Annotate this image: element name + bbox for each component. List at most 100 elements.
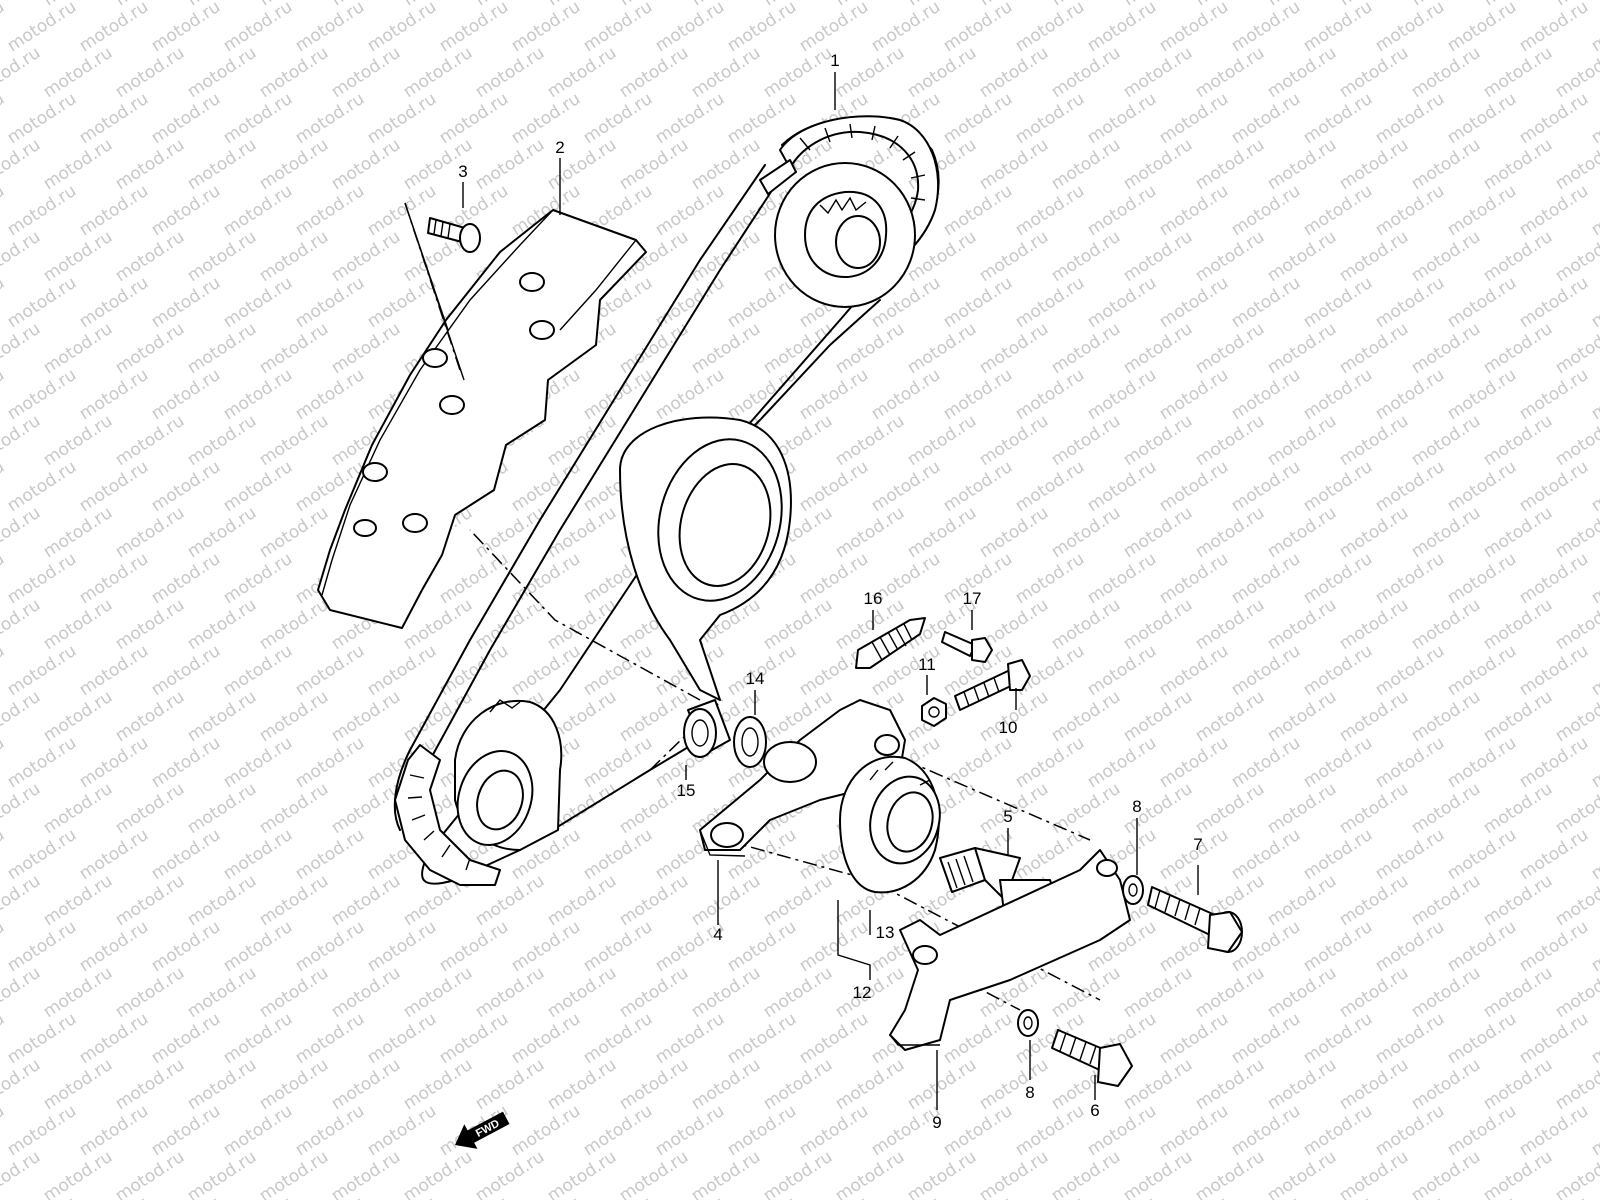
watermark-text: motod.ru <box>1444 1009 1520 1068</box>
watermark-text: motod.ru <box>1156 549 1232 608</box>
watermark-text: motod.ru <box>1012 549 1088 608</box>
watermark-text: motod.ru <box>976 411 1052 470</box>
watermark-text: motod.ru <box>472 135 548 194</box>
watermark-text: motod.ru <box>1264 227 1340 286</box>
watermark-text: motod.ru <box>1228 457 1304 516</box>
watermark-text: motod.ru <box>580 733 656 792</box>
watermark-text: motod.ru <box>220 733 296 792</box>
watermark-text: motod.ru <box>544 595 620 654</box>
watermark-text: motod.ru <box>724 1101 800 1160</box>
watermark-text: motod.ru <box>1408 871 1484 930</box>
watermark-text: motod.ru <box>328 227 404 286</box>
watermark-text: motod.ru <box>1372 0 1448 56</box>
watermark-text: motod.ru <box>1588 0 1600 56</box>
watermark-text: motod.ru <box>76 457 152 516</box>
watermark-text: motod.ru <box>112 319 188 378</box>
watermark-text: motod.ru <box>400 1055 476 1114</box>
watermark-text: motod.ru <box>1084 365 1160 424</box>
watermark-text: motod.ru <box>1516 181 1592 240</box>
watermark-text: motod.ru <box>1120 227 1196 286</box>
callout-11: 11 <box>918 655 936 674</box>
watermark-text: motod.ru <box>148 0 224 56</box>
watermark-text: motod.ru <box>184 411 260 470</box>
watermark-text: motod.ru <box>112 1147 188 1200</box>
watermark-text: motod.ru <box>292 733 368 792</box>
watermark-text: motod.ru <box>220 273 296 332</box>
watermark-text: motod.ru <box>220 89 296 148</box>
watermark-text: motod.ru <box>0 457 8 516</box>
watermark-text: motod.ru <box>184 43 260 102</box>
watermark-text: motod.ru <box>1048 411 1124 470</box>
watermark-text: motod.ru <box>1048 319 1124 378</box>
watermark-text: motod.ru <box>976 319 1052 378</box>
watermark-text: motod.ru <box>1228 641 1304 700</box>
watermark-text: motod.ru <box>220 549 296 608</box>
watermark-text: motod.ru <box>1264 595 1340 654</box>
watermark-text: motod.ru <box>4 273 80 332</box>
watermark-text: motod.ru <box>1372 365 1448 424</box>
watermark-text: motod.ru <box>1444 457 1520 516</box>
watermark-text: motod.ru <box>760 871 836 930</box>
watermark-text: motod.ru <box>1372 457 1448 516</box>
watermark-text: motod.ru <box>508 0 584 56</box>
watermark-text: motod.ru <box>4 917 80 976</box>
watermark-text: motod.ru <box>1480 1147 1556 1200</box>
watermark-text: motod.ru <box>148 641 224 700</box>
watermark-text: motod.ru <box>1228 1009 1304 1068</box>
watermark-text: motod.ru <box>1480 411 1556 470</box>
watermark-text: motod.ru <box>1408 595 1484 654</box>
callout-13: 13 <box>876 923 895 942</box>
watermark-text: motod.ru <box>1372 181 1448 240</box>
watermark-text: motod.ru <box>724 0 800 56</box>
watermark-text: motod.ru <box>976 135 1052 194</box>
watermark-text: motod.ru <box>328 43 404 102</box>
watermark-text: motod.ru <box>940 89 1016 148</box>
watermark-text: motod.ru <box>1264 871 1340 930</box>
watermark-text: motod.ru <box>0 319 44 378</box>
watermark-text: motod.ru <box>652 181 728 240</box>
watermark-text: motod.ru <box>40 1147 116 1200</box>
watermark-text: motod.ru <box>1516 549 1592 608</box>
watermark-text: motod.ru <box>4 365 80 424</box>
callout-1: 1 <box>830 51 839 70</box>
callout-16: 16 <box>864 589 883 608</box>
watermark-text: motod.ru <box>148 365 224 424</box>
watermark-text: motod.ru <box>1084 733 1160 792</box>
watermark-text: motod.ru <box>40 227 116 286</box>
bolt-part-10 <box>954 659 1031 711</box>
watermark-text: motod.ru <box>616 43 692 102</box>
watermark-text: motod.ru <box>796 1101 872 1160</box>
watermark-text: motod.ru <box>1408 963 1484 1022</box>
watermark-text: motod.ru <box>1336 687 1412 746</box>
watermark-text: motod.ru <box>1156 1009 1232 1068</box>
watermark-text: motod.ru <box>688 963 764 1022</box>
watermark-text: motod.ru <box>940 1009 1016 1068</box>
watermark-text: motod.ru <box>40 871 116 930</box>
washer-part-8-upper <box>1122 875 1144 905</box>
watermark-text: motod.ru <box>1084 0 1160 56</box>
watermark-text: motod.ru <box>112 963 188 1022</box>
watermark-text: motod.ru <box>184 1055 260 1114</box>
watermark-text: motod.ru <box>1480 319 1556 378</box>
watermark-text: motod.ru <box>472 43 548 102</box>
watermark-text: motod.ru <box>40 595 116 654</box>
watermark-text: motod.ru <box>1372 1009 1448 1068</box>
watermark-text: motod.ru <box>1228 825 1304 884</box>
watermark-text: motod.ru <box>1192 411 1268 470</box>
watermark-text: motod.ru <box>1012 273 1088 332</box>
watermark-text: motod.ru <box>1480 503 1556 562</box>
watermark-text: motod.ru <box>940 1101 1016 1160</box>
watermark-text: motod.ru <box>220 365 296 424</box>
watermark-text: motod.ru <box>1084 457 1160 516</box>
watermark-text: motod.ru <box>1372 273 1448 332</box>
watermark-text: motod.ru <box>220 825 296 884</box>
washer-part-8-lower <box>1017 1009 1039 1037</box>
watermark-text: motod.ru <box>0 687 44 746</box>
watermark-text: motod.ru <box>976 1147 1052 1200</box>
watermark-text: motod.ru <box>1084 181 1160 240</box>
watermark-text: motod.ru <box>184 319 260 378</box>
watermark-text: motod.ru <box>472 1055 548 1114</box>
watermark-text: motod.ru <box>1336 871 1412 930</box>
callout-7: 7 <box>1193 835 1202 854</box>
watermark-text: motod.ru <box>0 411 44 470</box>
